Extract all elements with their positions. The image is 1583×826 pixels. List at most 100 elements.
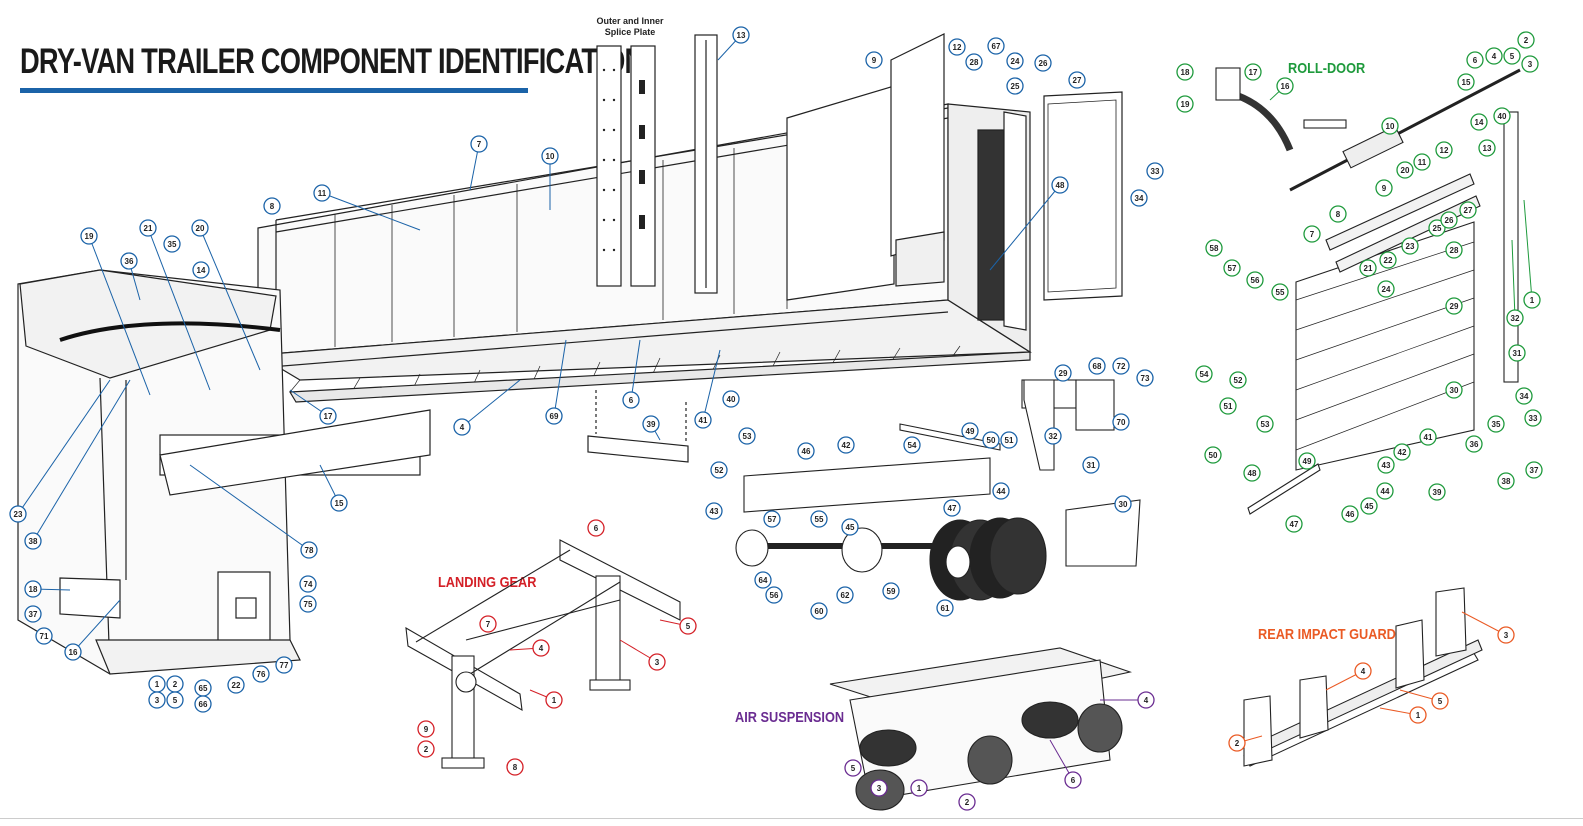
callout-number: 26: [1445, 216, 1454, 225]
callout-number: 11: [1418, 158, 1427, 167]
callout-main-60: 60: [810, 602, 828, 620]
callout-main-11: 11: [313, 184, 421, 231]
callout-badge: [227, 676, 245, 694]
callout-badge: [648, 653, 666, 671]
callout-main-55: 55: [810, 510, 828, 528]
callout-number: 73: [1141, 374, 1150, 383]
callout-main-41: 41: [694, 349, 721, 429]
callout-badge: [710, 461, 728, 479]
callout-badge: [1006, 52, 1024, 70]
callout-badge: [1419, 428, 1437, 446]
callout-badge: [1466, 51, 1484, 69]
callout-number: 4: [1361, 667, 1366, 676]
callout-badge: [1298, 452, 1316, 470]
callout-badge: [1228, 734, 1246, 752]
leader-line: [553, 339, 567, 417]
callout-main-71: 71: [35, 627, 53, 645]
callout-number: 29: [1450, 302, 1459, 311]
callout-number: 9: [424, 725, 429, 734]
callout-badge: [1044, 427, 1062, 445]
callout-number: 57: [1228, 264, 1237, 273]
callout-number: 27: [1464, 206, 1473, 215]
callout-roll-door-29: 29: [1445, 297, 1463, 315]
callout-badge: [1478, 139, 1496, 157]
callout-badge: [1465, 435, 1483, 453]
callout-landing-gear-2: 2: [417, 740, 435, 758]
callout-main-27: 27: [1068, 71, 1086, 89]
callout-number: 38: [29, 537, 38, 546]
callout-main-7: 7: [469, 135, 488, 191]
callout-badge: [642, 415, 660, 433]
callout-number: 69: [550, 412, 559, 421]
callout-roll-door-5: 5: [1503, 47, 1521, 65]
callout-number: 71: [40, 632, 49, 641]
callout-badge: [1034, 54, 1052, 72]
callout-number: 53: [743, 432, 752, 441]
callout-badge: [1459, 201, 1477, 219]
callout-air-suspension-4: 4: [1100, 691, 1155, 709]
callout-badge: [1379, 251, 1397, 269]
callout-badge: [1497, 626, 1515, 644]
callout-badge: [1176, 63, 1194, 81]
callout-main-72: 72: [1112, 357, 1130, 375]
callout-roll-door-9: 9: [1375, 179, 1393, 197]
callout-number: 51: [1005, 436, 1014, 445]
callout-number: 41: [699, 416, 708, 425]
callout-main-76: 76: [252, 665, 270, 683]
callout-number: 21: [1364, 264, 1373, 273]
callout-main-34: 34: [1130, 189, 1148, 207]
callout-badge: [1360, 497, 1378, 515]
callout-badge: [9, 505, 27, 523]
callout-number: 55: [815, 515, 824, 524]
callout-main-4: 4: [453, 379, 521, 436]
callout-roll-door-12: 12: [1435, 141, 1453, 159]
callout-number: 39: [647, 420, 656, 429]
callout-number: 3: [877, 784, 882, 793]
callout-number: 2: [1524, 36, 1529, 45]
callout-badge: [882, 582, 900, 600]
callout-main-51: 51: [1000, 431, 1018, 449]
callout-rear-impact-guard-3: 3: [1461, 611, 1515, 644]
leader-line: [72, 599, 121, 653]
leader-line: [461, 379, 521, 428]
callout-badge: [1487, 415, 1505, 433]
callout-badge: [263, 197, 281, 215]
callout-main-40: 40: [722, 390, 740, 408]
callout-badge: [120, 252, 138, 270]
callout-roll-door-4: 4: [1485, 47, 1503, 65]
callout-badge: [1524, 409, 1542, 427]
callout-number: 6: [1071, 776, 1076, 785]
callout-roll-door-6: 6: [1466, 51, 1484, 69]
callout-badge: [679, 617, 697, 635]
callout-badge: [1377, 456, 1395, 474]
callout-badge: [148, 691, 166, 709]
callout-main-26: 26: [1034, 54, 1052, 72]
callout-roll-door-57: 57: [1223, 259, 1241, 277]
leader-line: [17, 379, 111, 515]
callout-number: 37: [1530, 466, 1539, 475]
callout-badge: [24, 532, 42, 550]
callout-number: 5: [851, 764, 856, 773]
callout-badge: [1381, 117, 1399, 135]
callout-main-15: 15: [319, 464, 348, 512]
callout-number: 24: [1382, 285, 1391, 294]
callout-number: 1: [1416, 711, 1421, 720]
callout-badge: [844, 759, 862, 777]
callout-main-68: 68: [1088, 357, 1106, 375]
leader-line: [1523, 199, 1533, 301]
callout-badge: [1485, 47, 1503, 65]
callout-main-75: 75: [299, 595, 317, 613]
callout-number: 31: [1087, 461, 1096, 470]
callout-badge: [1271, 283, 1289, 301]
leader-line: [189, 464, 310, 551]
callout-number: 19: [1181, 100, 1190, 109]
callout-main-18: 18: [24, 580, 71, 598]
callout-badge: [1136, 369, 1154, 387]
callout-badge: [705, 502, 723, 520]
callout-number: 51: [1224, 402, 1233, 411]
callout-badge: [992, 482, 1010, 500]
callout-roll-door-20: 20: [1396, 161, 1414, 179]
callout-number: 8: [1336, 210, 1341, 219]
callout-roll-door-1: 1: [1523, 199, 1541, 309]
